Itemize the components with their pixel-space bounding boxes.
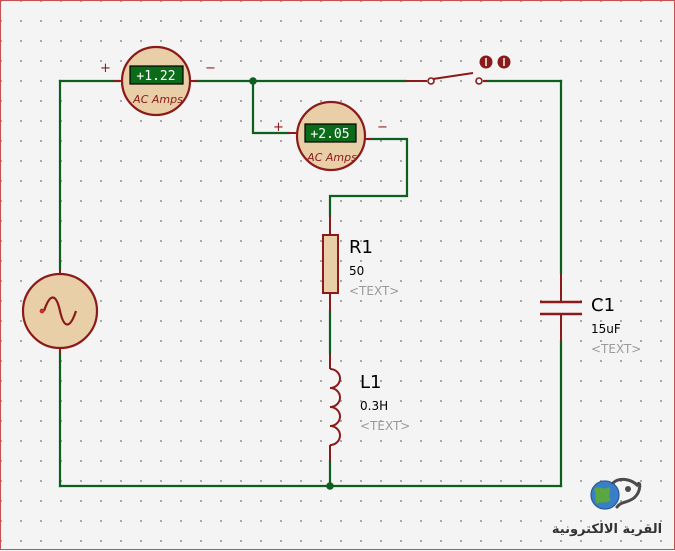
capacitor-c1-text-placeholder: <TEXT> <box>591 342 641 356</box>
capacitor-c1-value: 15uF <box>591 322 621 336</box>
watermark: القرية الالكترونية <box>552 477 662 537</box>
inductor-l1-coil <box>329 368 341 446</box>
ammeter-2-minus: − <box>377 120 388 135</box>
globe-logo-icon <box>590 477 642 510</box>
wires <box>58 79 563 488</box>
switch-contact-left <box>427 77 435 85</box>
capacitor-c1[interactable]: C1 15uF <TEXT> <box>540 273 641 356</box>
ammeter-1-minus: − <box>205 61 216 76</box>
inductor-l1-text-placeholder: <TEXT> <box>360 419 410 433</box>
ammeter-1-plus: + <box>100 61 111 76</box>
wire-meter2-to-r1[interactable] <box>328 137 409 218</box>
ammeter-2-unit: AC Amps <box>306 151 357 164</box>
ammeter-1-display <box>129 65 184 85</box>
wire-branch-to-meter2[interactable] <box>251 79 291 135</box>
resistor-r1-text-placeholder: <TEXT> <box>349 284 399 298</box>
inductor-l1[interactable]: L1 0.3H <TEXT> <box>329 353 410 461</box>
ac-source-pin-dot <box>39 308 45 314</box>
resistor-r1-value: 50 <box>349 264 364 278</box>
switch[interactable] <box>406 55 511 85</box>
ammeter-1-unit: AC Amps <box>132 93 183 106</box>
ammeter-2-display <box>304 123 357 143</box>
ammeter-2[interactable]: +2.05 AC Amps + − <box>273 100 388 172</box>
ammeter-1-reading: +1.22 <box>136 69 175 84</box>
watermark-text: القرية الالكترونية <box>552 522 662 537</box>
ammeter-1[interactable]: +1.22 AC Amps + − <box>100 45 216 117</box>
resistor-r1[interactable]: R1 50 <TEXT> <box>322 216 399 311</box>
switch-open-icon <box>432 72 474 80</box>
ammeter-2-plus: + <box>273 120 284 135</box>
junction-top <box>249 77 257 85</box>
ac-sine-icon <box>42 296 78 326</box>
resistor-r1-ref: R1 <box>349 237 373 258</box>
switch-contact-right <box>475 77 483 85</box>
inductor-l1-value: 0.3H <box>360 399 388 413</box>
capacitor-c1-ref: C1 <box>591 295 615 316</box>
resistor-r1-body <box>322 234 339 294</box>
ammeter-2-reading: +2.05 <box>310 127 349 142</box>
junction-bottom <box>326 482 334 490</box>
inductor-l1-ref: L1 <box>360 372 381 393</box>
ac-source[interactable] <box>21 269 99 353</box>
